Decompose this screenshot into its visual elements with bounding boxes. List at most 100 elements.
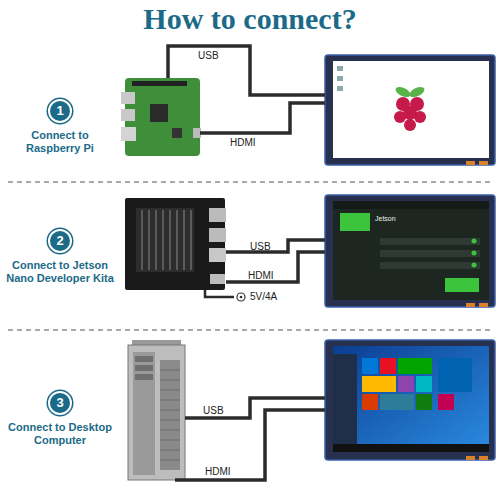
monitor <box>325 55 495 165</box>
drive-bay <box>135 365 153 371</box>
screen-row <box>380 262 480 269</box>
screen <box>333 61 489 158</box>
raspberry-berry <box>404 119 416 131</box>
connector <box>466 161 475 165</box>
connector <box>479 161 488 165</box>
cable-label: USB <box>198 50 219 62</box>
screen-button <box>340 213 370 231</box>
desktop-icon <box>337 66 343 71</box>
status-dot <box>472 263 477 268</box>
bezel <box>325 340 495 460</box>
title-bar <box>333 201 489 209</box>
screen-row <box>380 250 480 257</box>
tile <box>380 358 396 374</box>
desktop-icon <box>337 76 343 81</box>
screen <box>333 201 489 300</box>
step-heading: Connect to Raspberry Pi <box>5 129 115 155</box>
hdmi-cable <box>226 252 325 282</box>
monitor <box>325 340 495 460</box>
tile <box>416 394 432 410</box>
ethernet-port <box>209 248 226 262</box>
screen-row <box>380 238 480 245</box>
desktop-tower <box>128 340 185 480</box>
power-icon <box>240 296 243 299</box>
pcb <box>125 78 200 156</box>
tile <box>380 394 414 410</box>
power-label: 5V/4A <box>250 291 277 303</box>
hdmi-cable <box>200 103 325 133</box>
step-number: 2 <box>48 229 72 253</box>
status-dot <box>472 239 477 244</box>
raspberry-berry <box>414 111 426 123</box>
raspberry-pi-board <box>121 78 201 156</box>
bezel <box>325 55 495 165</box>
connector <box>479 303 488 307</box>
screen-text: Jetson <box>375 214 396 223</box>
heatsink <box>136 208 194 272</box>
tile <box>398 376 414 392</box>
connector <box>466 303 475 307</box>
step-heading: Connect to Desktop Computer <box>5 421 115 447</box>
hdmi-port <box>210 274 225 284</box>
vent-lines <box>160 370 180 460</box>
page-title: How to connect? <box>0 2 500 36</box>
tile <box>362 394 378 410</box>
screen <box>333 346 489 452</box>
dashed-separator <box>8 182 492 183</box>
drive-bay <box>135 356 153 362</box>
cable-label: USB <box>203 405 224 417</box>
step-node: 3Connect to Desktop Computer <box>5 391 115 447</box>
tile <box>362 376 396 392</box>
dashed-separator <box>8 330 492 331</box>
tower-case <box>128 345 185 480</box>
step-node: 2Connect to Jetson Nano Developer Kita <box>0 229 120 285</box>
drive-bay <box>135 374 153 380</box>
start-menu <box>333 354 357 444</box>
usb-cable <box>185 398 325 418</box>
desktop-icon <box>337 86 343 91</box>
connector <box>466 456 475 460</box>
usb-port <box>121 109 135 121</box>
cable-label: HDMI <box>205 466 231 478</box>
chip <box>172 128 182 138</box>
step-node: 1Connect to Raspberry Pi <box>5 99 115 155</box>
step-heading: Connect to Jetson Nano Developer Kita <box>0 259 120 285</box>
power-cable <box>205 290 234 297</box>
tile <box>398 358 432 374</box>
gpio-header <box>132 81 187 86</box>
usb-port <box>121 92 135 104</box>
usb-port <box>209 208 226 222</box>
connector <box>479 456 488 460</box>
tile <box>438 358 472 392</box>
pcb <box>125 198 225 290</box>
tile <box>438 394 454 410</box>
heatsink-fins <box>142 210 191 270</box>
hdmi-cable <box>175 410 325 480</box>
tile <box>416 376 432 392</box>
monitor <box>325 195 495 307</box>
bezel <box>325 195 495 307</box>
hdmi-port <box>193 128 201 138</box>
cable-label: HDMI <box>230 137 256 149</box>
tile <box>362 358 378 374</box>
status-dot <box>472 251 477 256</box>
screen-button <box>445 278 479 292</box>
raspberry-leaf <box>394 85 412 99</box>
usb-port <box>209 228 226 242</box>
raspberry-leaf <box>408 85 426 99</box>
chip <box>150 104 168 122</box>
step-number: 1 <box>48 99 72 123</box>
usb-cable <box>226 240 325 252</box>
cable-label: HDMI <box>248 270 274 282</box>
usb-cable <box>168 46 325 95</box>
jetson-nano-board <box>125 198 226 290</box>
taskbar <box>333 444 489 452</box>
step-number: 3 <box>48 391 72 415</box>
vent-grille <box>160 360 180 470</box>
ethernet-port <box>121 127 136 141</box>
cable-label: USB <box>250 241 271 253</box>
front-panel <box>133 352 155 475</box>
power-icon <box>237 293 245 301</box>
raspberry-berry <box>394 111 406 123</box>
